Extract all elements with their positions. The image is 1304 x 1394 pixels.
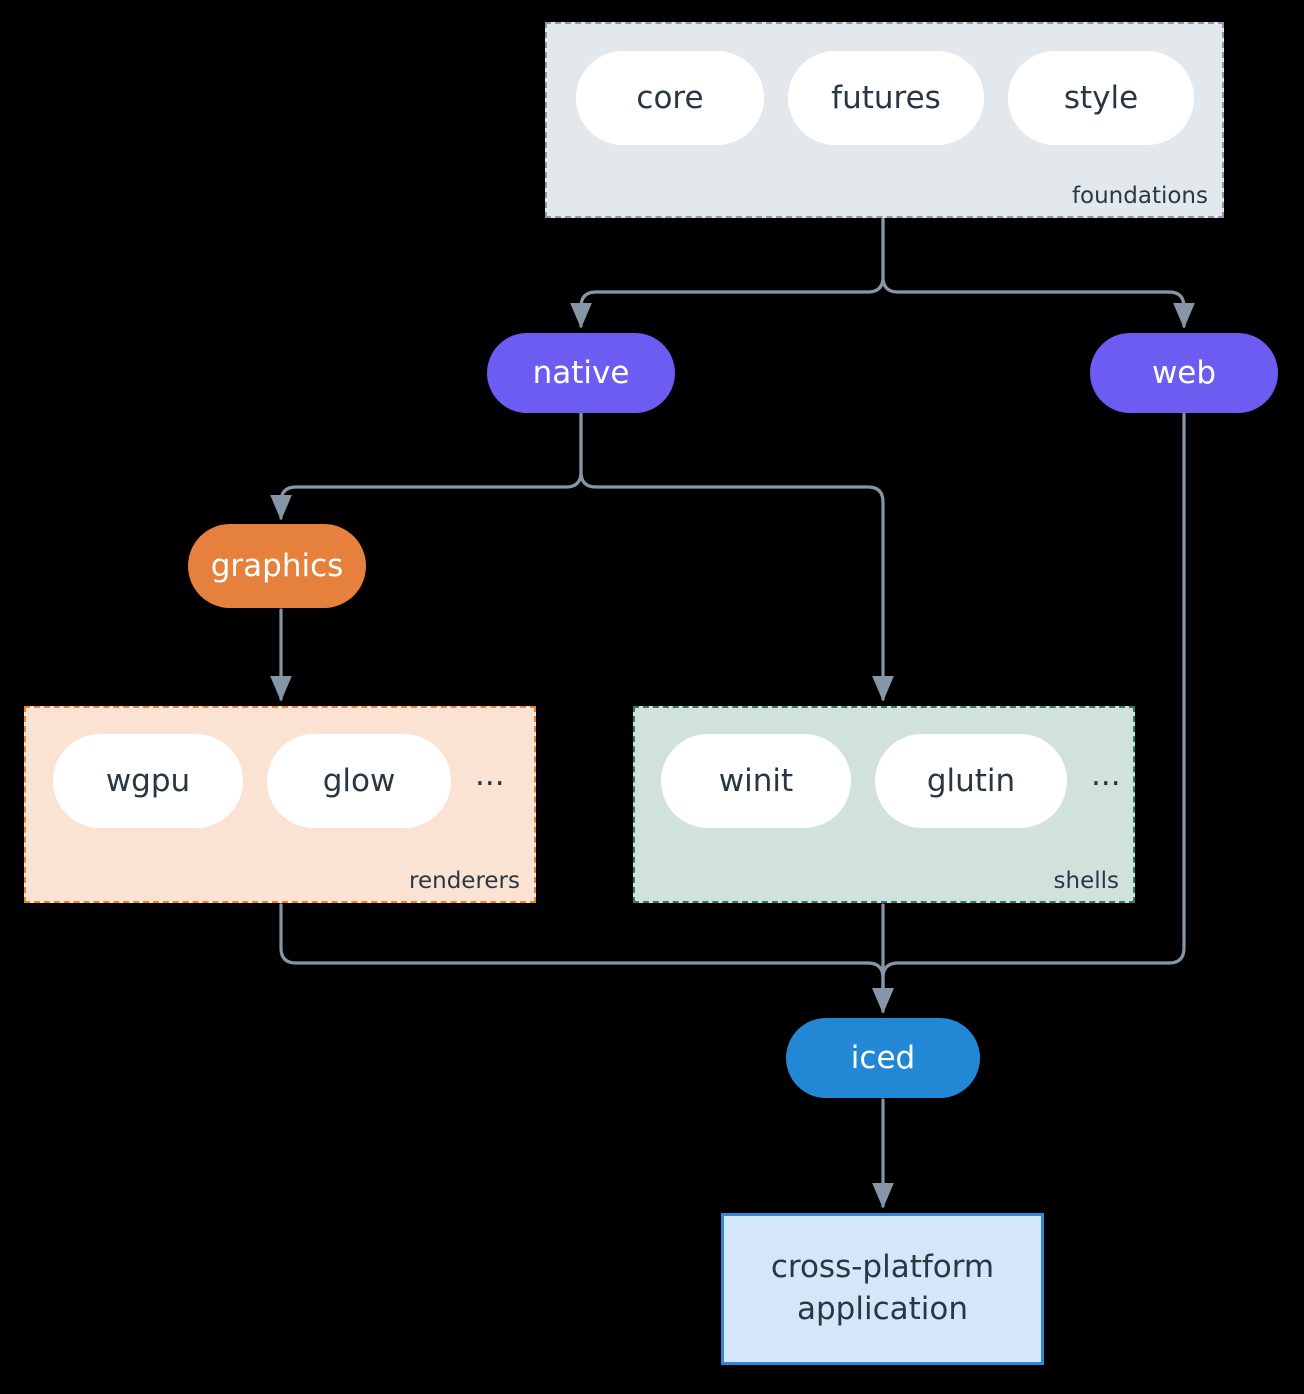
- node-graphics[interactable]: graphics: [188, 524, 366, 608]
- group-renderers: wgpu glow ... renderers: [24, 706, 536, 903]
- node-cross-platform-application[interactable]: cross-platform application: [721, 1213, 1044, 1365]
- edge-native-graphics: [270, 412, 583, 521]
- edge-native-shells: [579, 412, 894, 702]
- node-wgpu[interactable]: wgpu: [53, 734, 243, 828]
- edge-foundations-native: [570, 217, 885, 329]
- application-line-2: application: [797, 1291, 968, 1327]
- node-winit[interactable]: winit: [661, 734, 851, 828]
- group-foundations: core futures style foundations: [545, 22, 1224, 218]
- application-line-1: cross-platform: [770, 1249, 995, 1286]
- node-web[interactable]: web: [1090, 333, 1278, 413]
- group-foundations-items: core futures style: [576, 51, 1194, 145]
- group-renderers-items: wgpu glow ...: [53, 734, 505, 828]
- node-core[interactable]: core: [576, 51, 764, 145]
- node-native[interactable]: native: [487, 333, 675, 413]
- group-renderers-label: renderers: [409, 868, 520, 894]
- group-shells: winit glutin ... shells: [633, 706, 1135, 903]
- shells-overflow-ellipsis: ...: [1091, 756, 1121, 793]
- node-futures[interactable]: futures: [788, 51, 984, 145]
- node-glow[interactable]: glow: [267, 734, 451, 828]
- node-glutin[interactable]: glutin: [875, 734, 1067, 828]
- edge-renderers-iced: [279, 903, 894, 1014]
- edge-foundations-web: [881, 217, 1195, 329]
- renderers-overflow-ellipsis: ...: [475, 756, 505, 793]
- group-shells-items: winit glutin ...: [661, 734, 1121, 828]
- group-foundations-label: foundations: [1071, 183, 1208, 209]
- node-iced[interactable]: iced: [786, 1018, 980, 1098]
- node-style[interactable]: style: [1008, 51, 1194, 145]
- group-shells-label: shells: [1053, 868, 1119, 894]
